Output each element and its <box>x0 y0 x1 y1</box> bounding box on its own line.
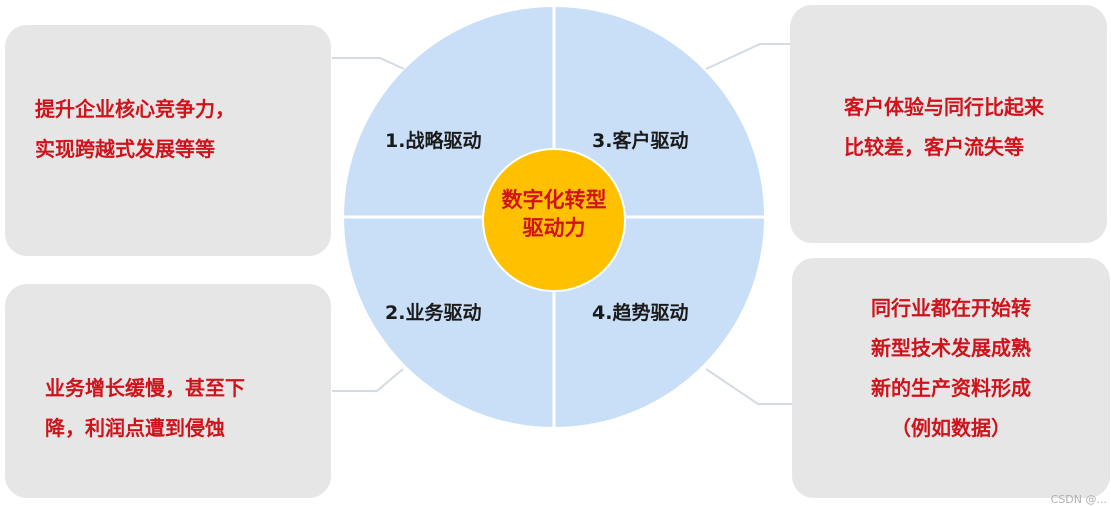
connector-business <box>332 368 404 392</box>
connector-trend <box>705 368 792 405</box>
core-title-line: 驱动力 <box>522 216 586 240</box>
core-title: 数字化转型 驱动力 <box>483 186 625 242</box>
connector-customer <box>705 43 790 70</box>
callout-text-customer: 客户体验与同行比起来 比较差，客户流失等 <box>844 87 1044 167</box>
callout-line: （例如数据） <box>891 416 1011 440</box>
callout-line: 提升企业核心竞争力， <box>35 97 235 121</box>
callout-line: 客户体验与同行比起来 <box>844 95 1044 119</box>
core-circle <box>482 148 626 292</box>
connector-strategy <box>332 57 405 70</box>
callout-text-trend: 同行业都在开始转 新型技术发展成熟 新的生产资料形成 （例如数据） <box>792 288 1110 448</box>
callout-line: 同行业都在开始转 <box>871 296 1031 320</box>
core-title-line: 数字化转型 <box>501 188 607 212</box>
callout-line: 降，利润点遭到侵蚀 <box>45 416 225 440</box>
callout-box-customer: 客户体验与同行比起来 比较差，客户流失等 <box>790 5 1107 243</box>
callout-text-strategy: 提升企业核心竞争力， 实现跨越式发展等等 <box>35 89 235 169</box>
callout-box-strategy: 提升企业核心竞争力， 实现跨越式发展等等 <box>5 25 331 256</box>
callout-box-trend: 同行业都在开始转 新型技术发展成熟 新的生产资料形成 （例如数据） <box>792 258 1110 498</box>
quadrant-label-customer: 3.客户驱动 <box>592 130 689 152</box>
callout-line: 业务增长缓慢，甚至下 <box>45 376 245 400</box>
quadrant-label-business: 2.业务驱动 <box>385 302 482 324</box>
callout-line: 实现跨越式发展等等 <box>35 137 215 161</box>
quadrant-label-trend: 4.趋势驱动 <box>592 302 689 324</box>
callout-line: 新的生产资料形成 <box>871 376 1031 400</box>
callout-line: 新型技术发展成熟 <box>871 336 1031 360</box>
quadrant-label-strategy: 1.战略驱动 <box>385 130 482 152</box>
callout-box-business: 业务增长缓慢，甚至下 降，利润点遭到侵蚀 <box>5 284 331 498</box>
callout-line: 比较差，客户流失等 <box>844 135 1024 159</box>
callout-text-business: 业务增长缓慢，甚至下 降，利润点遭到侵蚀 <box>45 368 245 448</box>
